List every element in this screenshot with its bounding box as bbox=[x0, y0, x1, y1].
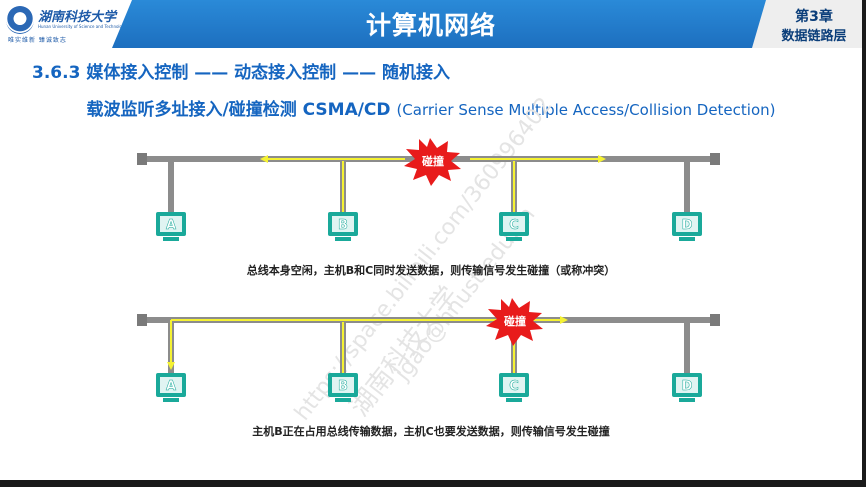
collision-burst-icon bbox=[486, 298, 543, 346]
host-label: A bbox=[166, 379, 176, 394]
host-c: C bbox=[499, 162, 529, 241]
university-name-en: Hunan University of Science and Technolo… bbox=[38, 24, 127, 29]
host-label: D bbox=[682, 218, 693, 233]
host-a: A bbox=[156, 323, 186, 402]
chapter-name: 数据链路层 bbox=[781, 29, 847, 44]
diagram-1: A B C bbox=[137, 138, 720, 241]
bus-terminator bbox=[710, 314, 720, 326]
section-title: 3.6.3 媒体接入控制 —— 动态接入控制 —— 随机接入 bbox=[32, 63, 450, 83]
host-label: A bbox=[166, 218, 176, 233]
university-emblem-icon bbox=[6, 6, 34, 34]
host-label: C bbox=[509, 379, 519, 394]
collision-label: 碰撞 bbox=[504, 314, 526, 328]
host-d: D bbox=[672, 323, 702, 402]
chapter-number: 第3章 bbox=[795, 9, 833, 25]
host-label: D bbox=[682, 379, 693, 394]
host-drop-line bbox=[168, 162, 174, 212]
subtitle-english: (Carrier Sense Multiple Access/Collision… bbox=[396, 101, 776, 119]
host-a: A bbox=[156, 162, 186, 241]
university-logo: 湖南科技大学 Hunan University of Science and T… bbox=[0, 0, 132, 48]
university-name-cn: 湖南科技大学 bbox=[38, 10, 117, 25]
bus-terminator bbox=[710, 153, 720, 165]
diagram-2: A B C bbox=[137, 298, 720, 402]
chapter-box: 第3章 数据链路层 bbox=[752, 0, 862, 48]
slide-subtitle: 载波监听多址接入/碰撞检测 CSMA/CD (Carrier Sense Mul… bbox=[0, 95, 862, 120]
host-label: C bbox=[509, 218, 519, 233]
host-drop-line bbox=[684, 323, 690, 373]
diagram-caption: 总线本身空闲，主机B和C同时发送数据，则传输信号发生碰撞（或称冲突） bbox=[246, 264, 616, 277]
host-d: D bbox=[672, 162, 702, 241]
bus-terminator bbox=[137, 314, 147, 326]
header-bar: 湖南科技大学 Hunan University of Science and T… bbox=[0, 0, 862, 48]
collision-burst-icon bbox=[404, 138, 461, 186]
collision-label: 碰撞 bbox=[422, 154, 444, 168]
host-label: B bbox=[338, 379, 348, 394]
university-motto: 唯实维新 臻诚致志 bbox=[8, 37, 67, 44]
subtitle-main: 载波监听多址接入/碰撞检测 CSMA/CD bbox=[86, 100, 397, 120]
diagram-caption: 主机B正在占用总线传输数据，主机C也要发送数据，则传输信号发生碰撞 bbox=[252, 425, 610, 438]
host-label: B bbox=[338, 218, 348, 233]
host-drop-line bbox=[684, 162, 690, 212]
course-title: 计算机网络 bbox=[365, 11, 496, 40]
bus-terminator bbox=[137, 153, 147, 165]
